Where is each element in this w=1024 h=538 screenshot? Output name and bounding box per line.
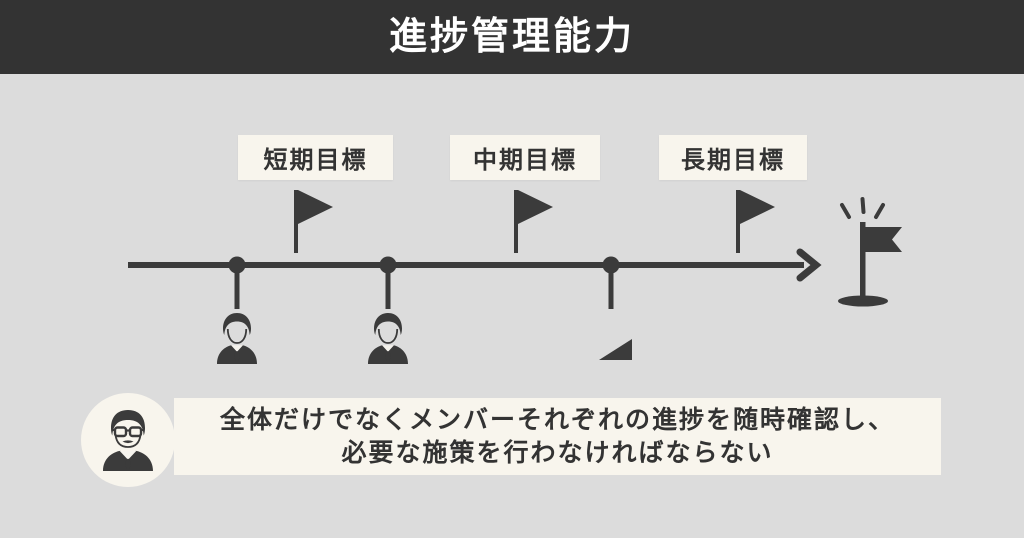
goal-flag-icon [838,197,902,307]
header-band: 進捗管理能力 [0,0,1024,74]
mid-term-flag-icon [514,190,553,253]
long-term-goal-label: 長期目標 [659,135,807,180]
goal-flag-banner [865,227,902,252]
long-term-goal-text: 長期目標 [681,147,785,174]
short-term-goal-label: 短期目標 [238,135,393,180]
page-title: 進捗管理能力 [388,16,635,58]
manager-with-glasses-icon [103,410,153,471]
note-line-2: 必要な施策を行わなければならない [341,438,774,467]
member-person-icon [368,313,408,364]
member-person-icon [217,313,257,364]
note-line-1: 全体だけでなくメンバーそれぞれの進捗を随時確認し、 [219,405,895,434]
ray-right [874,203,885,219]
mid-term-goal-label: 中期目標 [450,135,600,180]
note-box: 全体だけでなくメンバーそれぞれの進捗を随時確認し、 必要な施策を行わなければなら… [174,398,941,475]
long-term-flag-icon [736,190,775,253]
milestone-dot-2 [379,256,397,274]
manager-avatar [81,393,175,487]
short-term-goal-text: 短期目標 [263,147,368,174]
ray-left [840,203,851,219]
progress-ramp-triangle-icon [599,339,632,360]
mid-term-goal-text: 中期目標 [473,147,577,174]
goal-flag-pole [860,222,866,301]
arrow-head-icon [796,248,822,282]
milestone-dot-1 [228,256,246,274]
short-term-flag-icon [294,190,333,253]
milestone-dot-3 [602,256,620,274]
ray-center [860,197,866,214]
